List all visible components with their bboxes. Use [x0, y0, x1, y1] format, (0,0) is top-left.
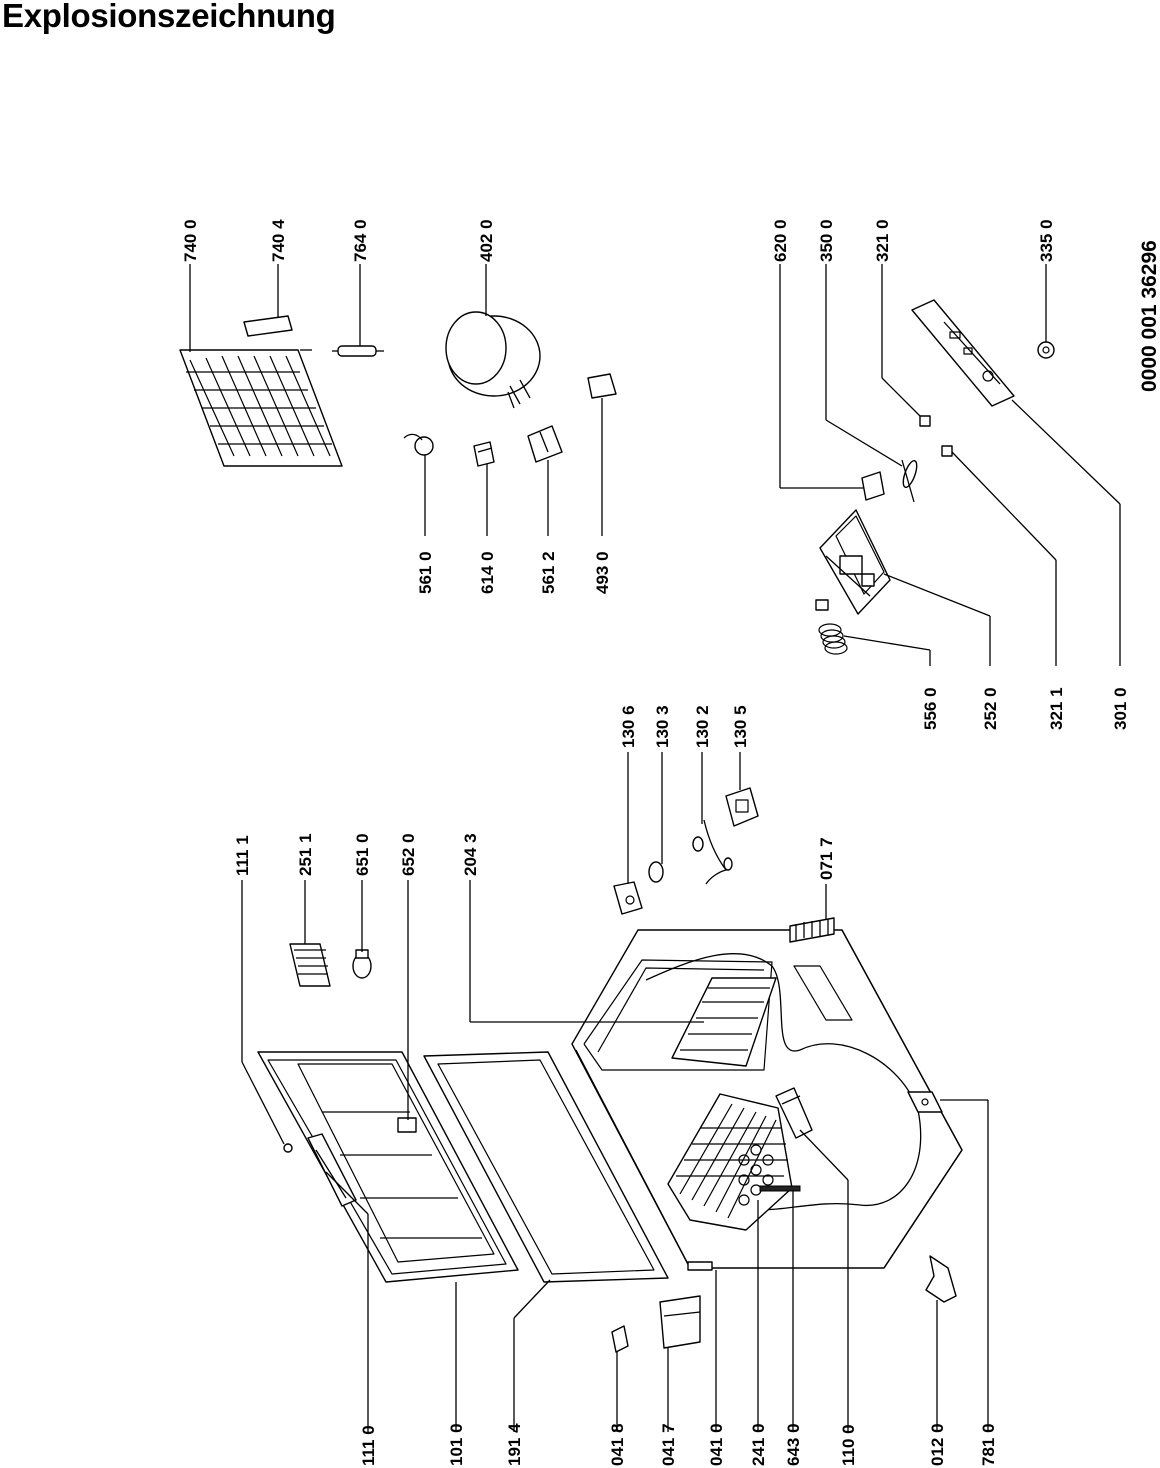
- drain-part: [775, 1087, 813, 1139]
- label-241-0: 241 0: [749, 1423, 768, 1466]
- label-764-0: 764 0: [351, 219, 370, 262]
- label-740-0: 740 0: [181, 219, 200, 262]
- sensor-part: [901, 459, 918, 503]
- spring-part: [815, 599, 848, 655]
- label-620-0: 620 0: [771, 219, 790, 262]
- knob-part: [648, 861, 664, 883]
- foot-part: [907, 1091, 943, 1113]
- indicator-part: [941, 445, 953, 457]
- label-740-4: 740 4: [269, 219, 288, 262]
- label-493-0: 493 0: [593, 551, 612, 594]
- lid-hinge-part: [307, 1133, 357, 1207]
- relay-part: [403, 433, 434, 456]
- label-071-7: 071 7: [817, 837, 836, 880]
- label-191-4: 191 4: [505, 1423, 524, 1466]
- label-651-0: 651 0: [353, 833, 372, 876]
- label-041-7: 041 7: [659, 1423, 678, 1466]
- switch-part: [725, 787, 759, 827]
- wire-part: [692, 819, 733, 885]
- bracket-part: [925, 1255, 957, 1303]
- label-335-0: 335 0: [1037, 219, 1056, 262]
- compressor-part: [445, 311, 541, 409]
- label-652-0: 652 0: [399, 833, 418, 876]
- latch-part: [611, 1325, 629, 1353]
- light-cover-part: [289, 943, 331, 987]
- rack-part: [671, 977, 777, 1067]
- starter-part: [527, 425, 563, 463]
- lid-seal-part: [423, 1051, 669, 1283]
- lock-handle-part: [659, 1295, 701, 1349]
- label-101-0: 101 0: [447, 1423, 466, 1466]
- overload-part: [473, 441, 495, 467]
- condenser-part: [179, 349, 343, 467]
- label-561-2: 561 2: [539, 551, 558, 594]
- label-252-0: 252 0: [981, 687, 1000, 730]
- ventilation-grille-part: [789, 917, 835, 943]
- hinge-part: [687, 1261, 713, 1271]
- label-041-0: 041 0: [707, 1423, 726, 1466]
- label-130-3: 130 3: [653, 705, 672, 748]
- label-556-0: 556 0: [921, 687, 940, 730]
- document-number: 0000 001 36296: [1138, 240, 1160, 392]
- lid-part: [257, 1051, 519, 1283]
- clip-part: [243, 315, 293, 337]
- label-402-0: 402 0: [477, 219, 496, 262]
- label-110-0: 110 0: [839, 1424, 858, 1466]
- label-350-0: 350 0: [817, 219, 836, 262]
- control-panel-part: [911, 299, 1015, 407]
- label-561-0: 561 0: [416, 551, 435, 594]
- screw-part: [283, 1143, 293, 1153]
- label-301-0: 301 0: [1111, 687, 1130, 730]
- label-041-8: 041 8: [608, 1423, 627, 1466]
- label-012-0: 012 0: [928, 1423, 947, 1466]
- label-781-0: 781 0: [979, 1423, 998, 1466]
- leader-lines: [189, 264, 1121, 1432]
- basket-part: [667, 1093, 793, 1231]
- thermostat-part: [861, 471, 885, 501]
- filter-drier-part: [332, 345, 384, 357]
- label-321-0: 321 0: [873, 219, 892, 262]
- cover-part: [587, 373, 617, 399]
- thermostat-knob-part: [613, 881, 643, 915]
- label-130-5: 130 5: [731, 705, 750, 748]
- label-643-0: 643 0: [784, 1423, 803, 1466]
- label-251-1: 251 1: [296, 833, 315, 876]
- page-title: Explosionszeichnung: [2, 0, 336, 34]
- label-130-6: 130 6: [619, 705, 638, 748]
- label-111-0: 111 0: [359, 1425, 378, 1466]
- indicator-part: [919, 415, 931, 427]
- label-204-3: 204 3: [461, 833, 480, 876]
- lamp-part: [352, 949, 372, 979]
- part-labels: 111 0 101 0 191 4 041 8 041 7 041 0 241 …: [181, 219, 1160, 1466]
- label-614-0: 614 0: [478, 551, 497, 594]
- control-box-part: [819, 509, 891, 615]
- label-111-1: 111 1: [233, 835, 252, 876]
- label-321-1: 321 1: [1047, 687, 1066, 730]
- handle-bar-part: [759, 1185, 801, 1192]
- label-130-2: 130 2: [693, 705, 712, 748]
- control-knob-part: [1037, 341, 1055, 359]
